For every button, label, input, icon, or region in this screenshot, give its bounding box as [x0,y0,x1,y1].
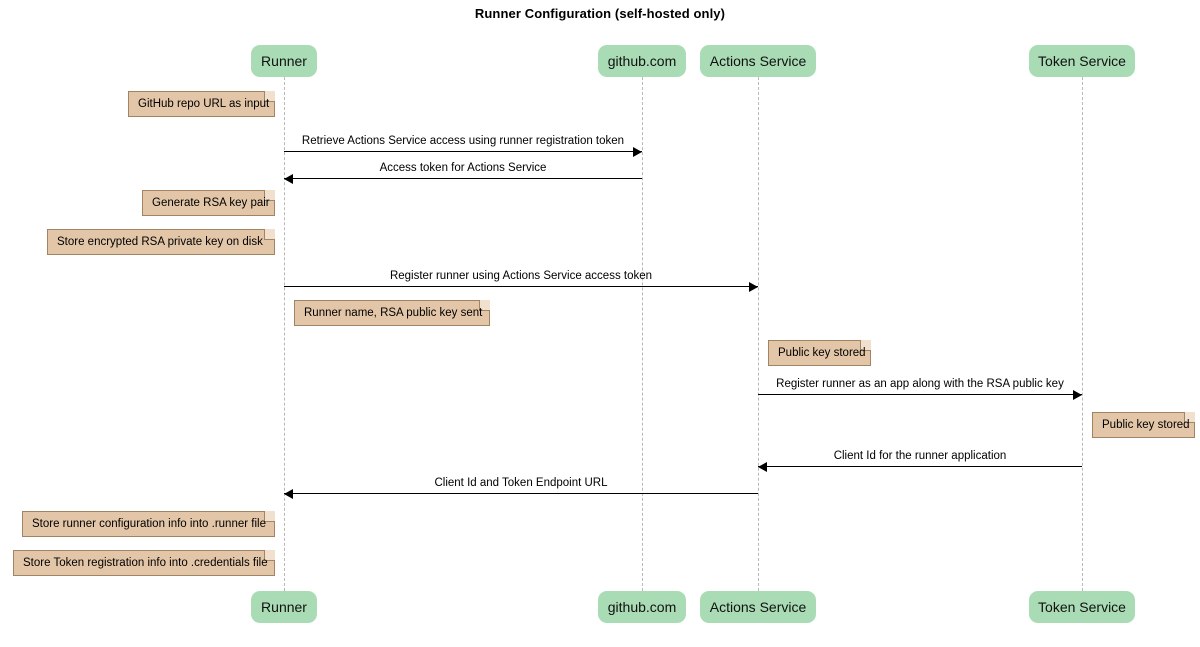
note-text: Store Token registration info into .cred… [23,557,268,569]
participant-label: Runner [261,599,307,615]
message-line-m1 [284,151,642,152]
message-label-m2: Access token for Actions Service [379,162,547,174]
arrowhead-right-icon [633,147,642,157]
note-fold-icon [860,340,871,351]
note-n2: Generate RSA key pair [142,190,275,216]
participant-label: github.com [607,53,677,69]
page-title: Runner Configuration (self-hosted only) [474,6,726,21]
participant-label: Actions Service [709,53,807,69]
message-line-m2 [284,178,642,179]
participant-runner-bottom[interactable]: Runner [251,591,317,623]
message-line-m6 [284,493,758,494]
message-label-m5: Client Id for the runner application [833,450,1007,462]
note-fold-icon [264,229,275,240]
note-fold-icon [264,190,275,201]
note-n3: Store encrypted RSA private key on disk [47,229,275,255]
note-fold-icon [264,91,275,102]
participant-github-top[interactable]: github.com [598,45,686,77]
participant-token-bottom[interactable]: Token Service [1029,591,1135,623]
lifeline-runner [284,77,285,591]
participant-token-top[interactable]: Token Service [1029,45,1135,77]
arrowhead-left-icon [758,462,767,472]
note-fold-icon [479,300,490,311]
participant-actions-bottom[interactable]: Actions Service [700,591,816,623]
note-n4: Runner name, RSA public key sent [294,300,490,326]
arrowhead-left-icon [284,489,293,499]
note-fold-icon [264,550,275,561]
note-text: Public key stored [1102,419,1190,431]
note-text: Generate RSA key pair [152,197,270,209]
note-text: Runner name, RSA public key sent [304,307,483,319]
message-label-m4: Register runner as an app along with the… [776,378,1064,390]
message-label-m1: Retrieve Actions Service access using ru… [301,135,625,147]
note-text: Store runner configuration info into .ru… [32,518,266,530]
participant-label: Token Service [1038,599,1126,615]
message-label-m6: Client Id and Token Endpoint URL [434,477,608,489]
note-n6: Public key stored [1092,412,1195,438]
participant-github-bottom[interactable]: github.com [598,591,686,623]
note-n1: GitHub repo URL as input [128,91,275,117]
lifeline-actions [758,77,759,591]
participant-label: Runner [261,53,307,69]
message-line-m3 [284,286,758,287]
participant-label: github.com [607,599,677,615]
participant-runner-top[interactable]: Runner [251,45,317,77]
message-label-m3: Register runner using Actions Service ac… [389,270,653,282]
note-fold-icon [264,511,275,522]
lifeline-github [642,77,643,591]
note-text: Public key stored [778,347,866,359]
note-fold-icon [1184,412,1195,423]
note-text: GitHub repo URL as input [138,98,270,110]
message-line-m5 [758,466,1082,467]
note-text: Store encrypted RSA private key on disk [57,236,263,248]
participant-label: Actions Service [709,599,807,615]
lifeline-token [1082,77,1083,591]
note-n8: Store Token registration info into .cred… [13,550,275,576]
message-line-m4 [758,394,1082,395]
note-n5: Public key stored [768,340,871,366]
arrowhead-right-icon [749,282,758,292]
arrowhead-left-icon [284,174,293,184]
note-n7: Store runner configuration info into .ru… [22,511,275,537]
arrowhead-right-icon [1073,390,1082,400]
participant-label: Token Service [1038,53,1126,69]
participant-actions-top[interactable]: Actions Service [700,45,816,77]
